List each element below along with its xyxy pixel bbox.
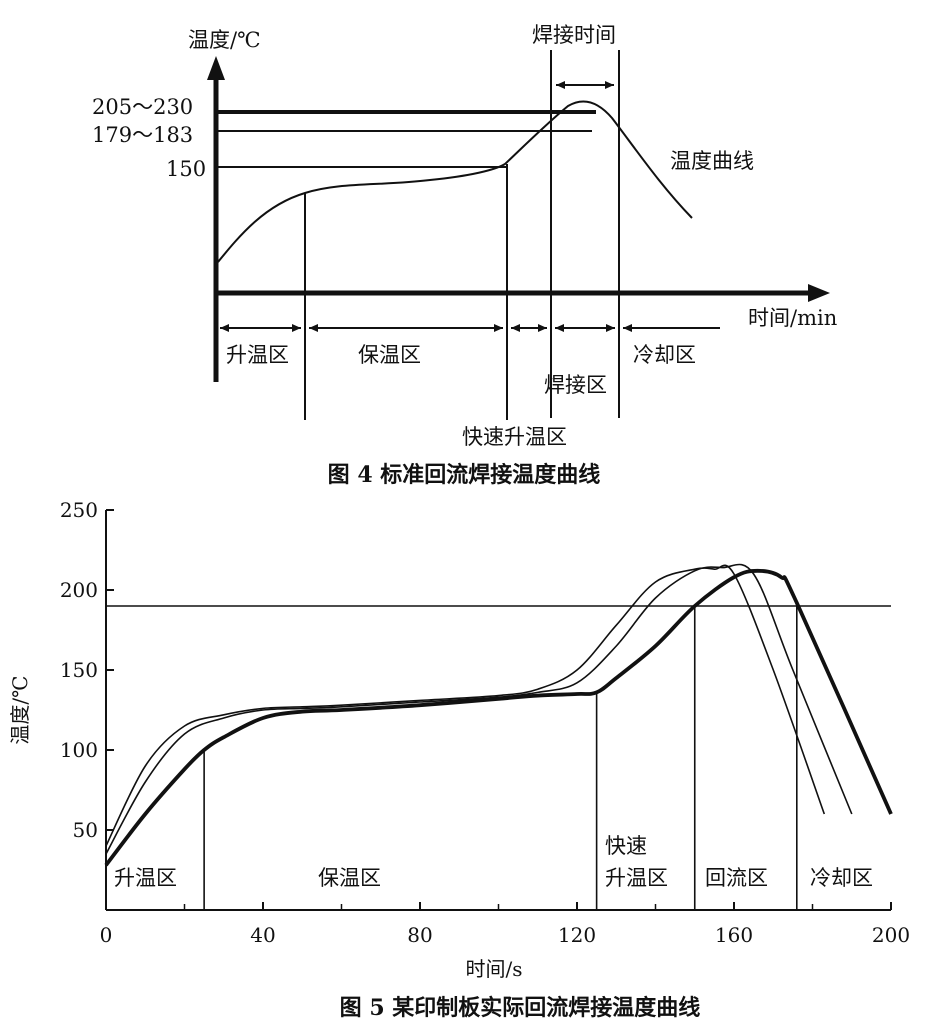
fig5-series-1 <box>105 564 826 847</box>
fig4-level-150: 150 <box>166 157 206 181</box>
fig5-zone-cool: 冷却区 <box>810 866 873 890</box>
fig4-zone-fast-rise: 快速升温区 <box>462 425 567 449</box>
fig5-zone-fast-rise-line2: 升温区 <box>605 866 668 890</box>
fig4-welding-time-label: 焊接时间 <box>532 23 616 47</box>
fig4-y-axis-arrow <box>207 56 225 80</box>
fig5-x-tick-label: 200 <box>872 923 910 947</box>
fig5-y-tick-label: 100 <box>60 738 98 762</box>
fig5-zone-fast-rise-line1: 快速 <box>605 834 647 858</box>
fig5-y-tick-label: 50 <box>73 818 98 842</box>
fig4-y-axis-label: 温度/℃ <box>188 28 261 52</box>
fig5-y-tick-label: 150 <box>60 658 98 682</box>
fig5-zone-rise: 升温区 <box>114 866 177 890</box>
fig5-x-axis-label: 时间/s <box>465 957 522 981</box>
fig5-x-tick-label: 0 <box>100 923 113 947</box>
figure4: 温度/℃ 时间/min 205～230 179～183 150 温度曲线 焊接时… <box>92 23 837 488</box>
fig5-x-tick-label: 120 <box>558 923 596 947</box>
fig4-zone-rise: 升温区 <box>226 343 289 367</box>
fig5-x-tick-label: 40 <box>250 923 275 947</box>
fig4-level-179-183: 179～183 <box>92 123 193 147</box>
fig4-curve-label: 温度曲线 <box>670 149 754 173</box>
fig5-zone-soak: 保温区 <box>318 866 381 890</box>
fig5-y-tick-label: 250 <box>60 498 98 522</box>
fig4-zone-reflow: 焊接区 <box>544 373 607 397</box>
fig5-zone-reflow: 回流区 <box>705 866 768 890</box>
fig4-temperature-curve <box>217 100 693 263</box>
fig5-y-tick-label: 200 <box>60 578 98 602</box>
fig5-y-axis-label: 温度/℃ <box>8 675 32 744</box>
fig4-zone-soak: 保温区 <box>358 343 421 367</box>
fig5-series-2 <box>105 563 853 855</box>
fig4-caption: 图 4 标准回流焊接温度曲线 <box>328 462 601 488</box>
fig4-x-axis-arrow <box>808 284 830 302</box>
fig5-x-tick-label: 80 <box>407 923 432 947</box>
fig5-series-3 <box>104 568 893 867</box>
fig5-x-tick-label: 160 <box>715 923 753 947</box>
fig5-caption: 图 5 某印制板实际回流焊接温度曲线 <box>340 995 701 1021</box>
fig4-x-axis-label: 时间/min <box>748 306 837 330</box>
fig4-level-205-230: 205～230 <box>92 95 193 119</box>
fig4-zone-cool: 冷却区 <box>633 343 696 367</box>
